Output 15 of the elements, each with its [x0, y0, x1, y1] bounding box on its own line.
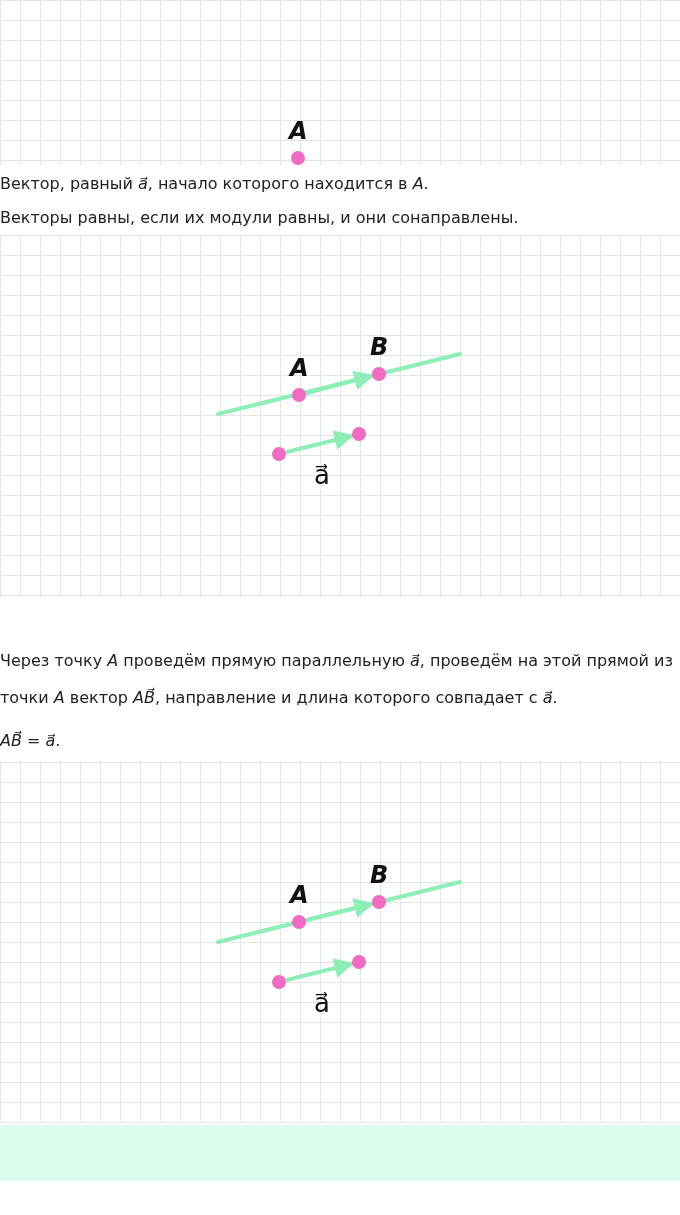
vector-arrow — [305, 898, 375, 923]
vector-label: a⃗ — [314, 988, 330, 1018]
point-label: A — [290, 355, 309, 381]
text-paragraph: AB⃗ = a⃗. — [0, 730, 62, 752]
vector-arrow — [285, 958, 355, 983]
vector-label: a⃗ — [314, 460, 330, 490]
point-label: B — [370, 334, 389, 360]
vector-arrow — [285, 430, 355, 455]
text-paragraph: Векторы равны, если их модули равны, и они сонаправлены. — [0, 207, 520, 229]
text-paragraph: Вектор, равный a⃗, начало которого находится в A. — [0, 173, 430, 195]
point-label: A — [290, 882, 309, 908]
text-paragraph: Через точку A проведём прямую параллельную a⃗, проведём на этой прямой из точки A вектор AB⃗, направление и длина которого совпадает с a⃗. — [0, 650, 674, 709]
vector-arrow — [305, 370, 375, 396]
point-label: A — [289, 118, 308, 144]
point-label: B — [370, 862, 389, 888]
